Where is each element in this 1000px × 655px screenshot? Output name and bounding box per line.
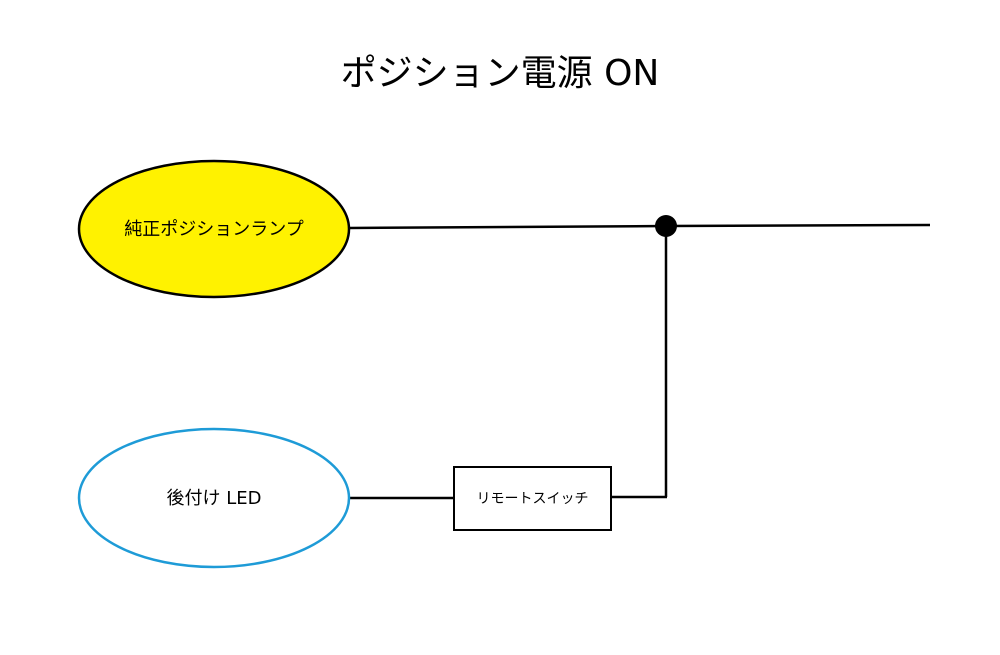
stock-position-lamp-node: 純正ポジションランプ	[77, 159, 351, 299]
junction-dot	[655, 215, 677, 237]
remote-switch-node: リモートスイッチ	[453, 466, 612, 531]
aftermarket-led-node: 後付け LED	[77, 427, 351, 569]
aftermarket-led-label: 後付け LED	[167, 488, 262, 509]
wire-junction-to-power	[666, 223, 931, 228]
remote-switch-label: リモートスイッチ	[477, 491, 589, 507]
wire-lamp-to-junction	[348, 224, 668, 230]
diagram-title: ポジション電源 ON	[340, 53, 660, 94]
stock-position-lamp-label: 純正ポジションランプ	[124, 219, 303, 240]
